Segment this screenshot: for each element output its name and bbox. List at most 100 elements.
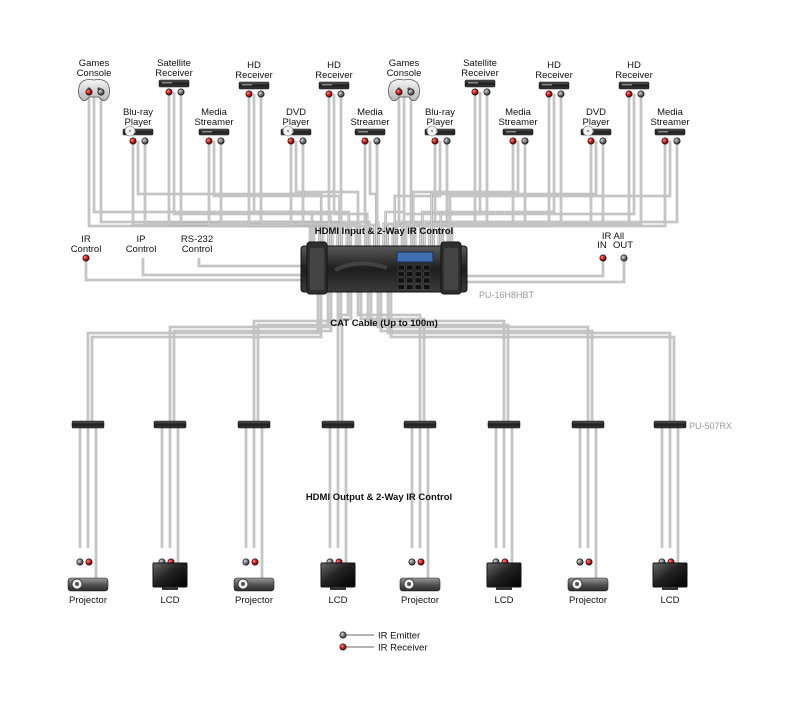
ir-receiver-icon [205, 137, 213, 145]
ir-receiver-icon [339, 643, 347, 651]
keypad-key [423, 264, 431, 271]
receiver-body [153, 420, 187, 429]
ir-emitter-icon [373, 137, 381, 145]
ir-all-label: IR All [602, 231, 624, 242]
device-body [618, 81, 650, 90]
receiver-body [653, 420, 687, 429]
lcd-screen [152, 562, 188, 588]
disc-hole [286, 129, 290, 133]
display-label: Projector [235, 595, 273, 606]
keypad-key [414, 284, 422, 290]
cable-line [136, 141, 323, 248]
display-label: Projector [401, 595, 439, 606]
ir-emitter-icon [557, 90, 565, 98]
bluray-player-icon [122, 125, 154, 137]
satellite-receiver-icon [464, 79, 496, 88]
media-streamer-icon [654, 128, 686, 136]
device-label: Streamer [350, 117, 389, 128]
cable-highlight [173, 92, 331, 248]
cable-highlight [340, 94, 370, 248]
device-label: Games [389, 58, 420, 69]
ir-emitter-icon [443, 137, 451, 145]
disc-hole [586, 129, 590, 133]
cable-highlight [173, 292, 332, 422]
keypad-key [406, 277, 414, 284]
lcd-stand [162, 587, 178, 590]
matrix-model-label: PU-16H8HBT [479, 290, 535, 300]
projector-lens-inner [241, 582, 245, 586]
hdmi-matrix-switcher [300, 241, 468, 295]
ir-emitter-icon [637, 90, 645, 98]
cable-highlight [465, 258, 604, 277]
device-label: HD [627, 60, 641, 71]
matrix-lcd-display [396, 251, 434, 263]
device-label: Receiver [315, 70, 353, 81]
keypad-key [406, 264, 414, 271]
device-slot [322, 84, 332, 86]
device-body [238, 81, 270, 90]
cable-highlight [449, 141, 671, 248]
cable-line [168, 292, 330, 422]
device-body [502, 128, 534, 136]
ir-emitter-icon [177, 88, 185, 96]
ir-emitter-icon [408, 558, 416, 566]
display-8: LCD [652, 558, 688, 606]
device-label: Satellite [157, 58, 191, 69]
device-label: HD [247, 60, 261, 71]
hdbaset-receiver-6 [487, 420, 521, 429]
keypad-key [414, 264, 422, 271]
device-label: DVD [586, 107, 606, 118]
lcd-screen [486, 562, 522, 588]
cable-highlight [91, 292, 322, 422]
device-body [354, 128, 386, 136]
device-slot [622, 84, 632, 86]
cable-highlight [438, 94, 630, 248]
cable-highlight [333, 94, 368, 248]
cable-highlight [440, 94, 635, 248]
cable-highlight [431, 141, 597, 248]
receiver-body [403, 420, 437, 429]
hdbaset-receiver-8 [653, 420, 687, 429]
device-label: Receiver [461, 68, 499, 79]
display-label: LCD [328, 595, 347, 606]
hd-receiver-icon [318, 81, 350, 90]
cable-line [90, 292, 323, 422]
cable-highlight [295, 141, 359, 248]
lcd-stand [330, 587, 346, 590]
device-label: Streamer [650, 117, 689, 128]
ir-receiver-icon [395, 88, 403, 96]
ir-emitter-icon [620, 254, 628, 262]
lcd-screen [652, 562, 688, 588]
ir-receiver-icon [417, 558, 425, 566]
output-cables [78, 292, 680, 580]
ir-emitter-icon [337, 90, 345, 98]
display-label: Projector [69, 595, 107, 606]
receiver-body [487, 420, 521, 429]
cable-highlight [377, 292, 589, 422]
cable-line [86, 292, 320, 422]
ir-receiver-icon [431, 137, 439, 145]
disc-hole [430, 129, 434, 133]
rs232-control-label-line2: Control [182, 244, 213, 255]
ir-receiver-icon [165, 88, 173, 96]
cable-line [340, 292, 353, 422]
cable-highlight [142, 258, 303, 276]
device-label: HD [327, 60, 341, 71]
disc-hole [128, 129, 132, 133]
ip-control-label-line1: IP [137, 234, 146, 245]
display-5: Projector [399, 558, 441, 606]
device-label: Console [77, 68, 112, 79]
projector-lens-inner [407, 582, 411, 586]
hdbaset-receiver-2 [153, 420, 187, 429]
ir-receiver-icon [325, 90, 333, 98]
hdmi-output-label: HDMI Output & 2-Way IR Control [306, 492, 452, 503]
keypad-key [397, 271, 405, 277]
